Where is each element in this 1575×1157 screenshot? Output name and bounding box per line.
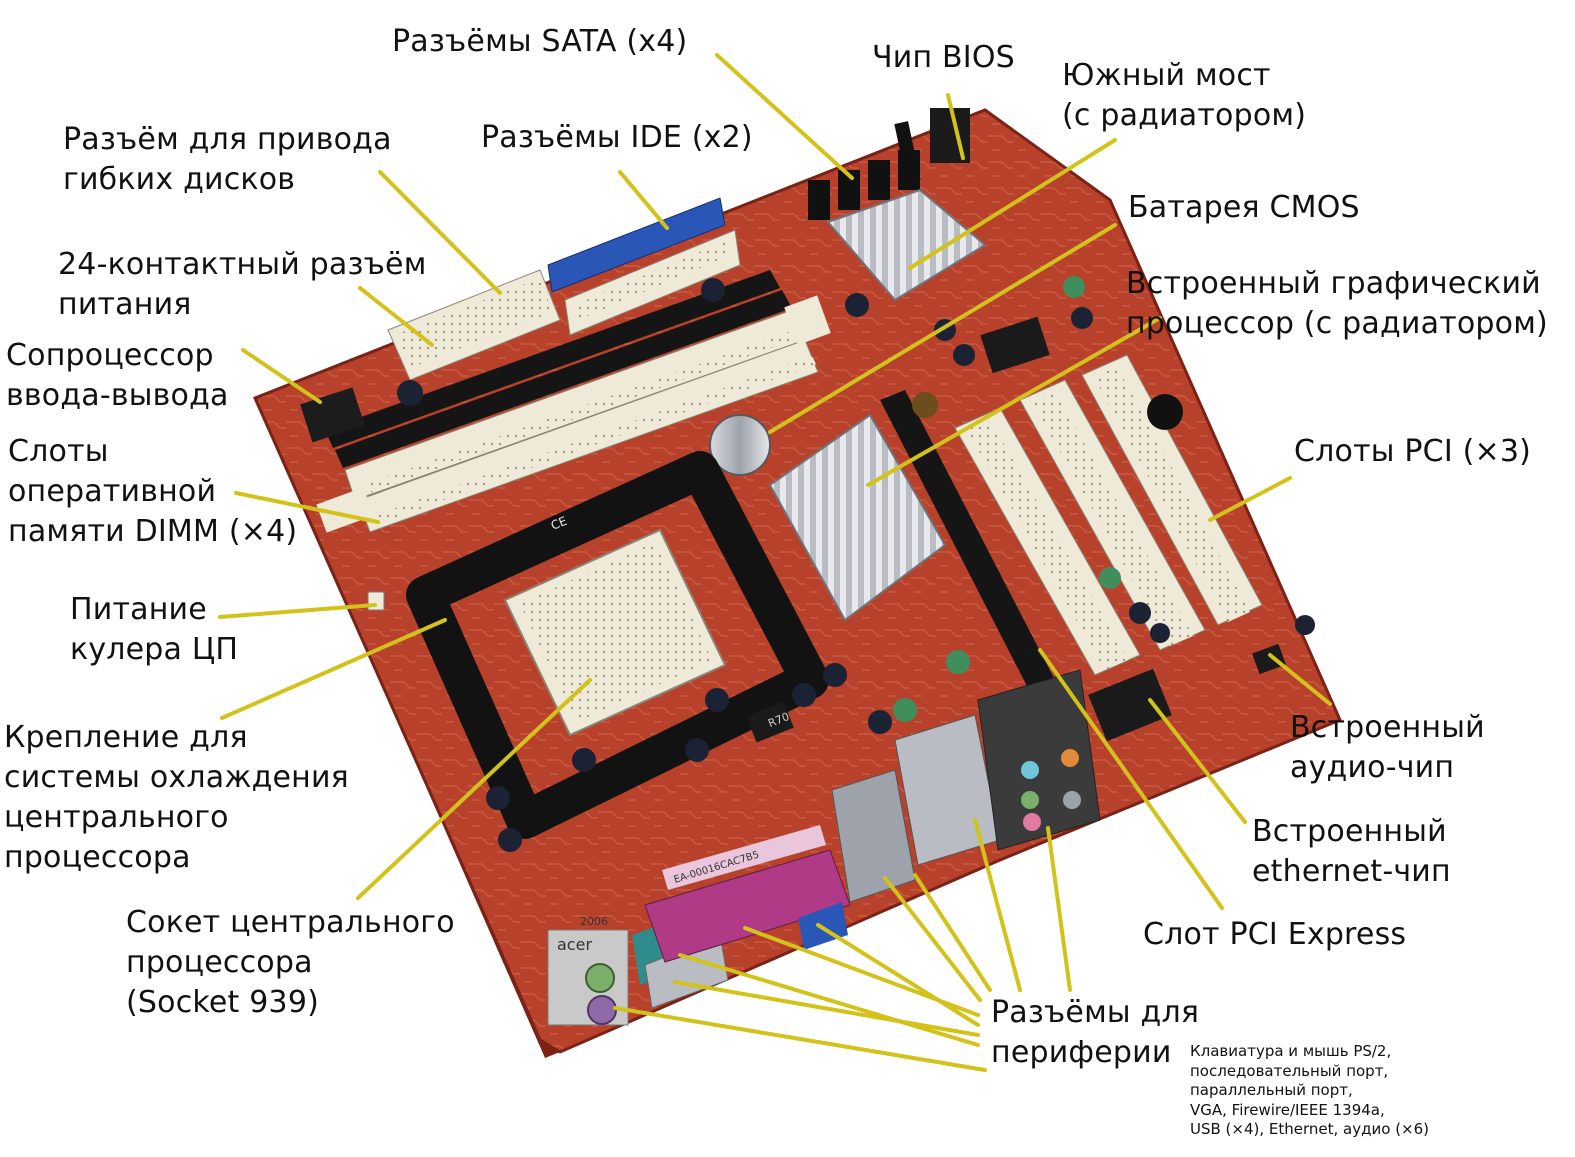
peripherals-note-line: Клавиатура и мышь PS/2, bbox=[1190, 1042, 1392, 1060]
label-cpufan-line: Питание bbox=[70, 592, 207, 627]
label-pci-line: Слоты PCI (×3) bbox=[1294, 434, 1532, 469]
bios-chip bbox=[930, 108, 970, 163]
peripherals-note-line: VGA, Firewire/IEEE 1394a, bbox=[1190, 1100, 1385, 1119]
label-cpufan: Питание кулера ЦП bbox=[70, 590, 238, 670]
label-ide: Разъёмы IDE (x2) bbox=[481, 118, 753, 158]
brand-sticker: acer bbox=[557, 935, 592, 954]
label-cooler: Крепление для системы охлаждения центральн… bbox=[4, 718, 349, 878]
sata-port-3 bbox=[868, 160, 890, 200]
label-power24-line: питания bbox=[58, 287, 192, 322]
label-audio: Встроенный аудио-чип bbox=[1290, 708, 1485, 788]
sata-port-2 bbox=[838, 170, 860, 210]
year-sticker: 2006 bbox=[580, 915, 608, 928]
label-cmos-line: Батарея CMOS bbox=[1128, 190, 1360, 225]
cpu-fan-header bbox=[367, 591, 385, 611]
label-power24-line: 24-контактный разъём bbox=[58, 247, 427, 282]
label-bios-line: Чип BIOS bbox=[872, 40, 1015, 75]
label-cpufan-line: кулера ЦП bbox=[70, 632, 239, 667]
label-gpu: Встроенный графический процессор (с радиа… bbox=[1126, 264, 1548, 344]
peripherals-note: Клавиатура и мышь PS/2,последовательный … bbox=[1190, 1042, 1429, 1140]
label-cooler-line: Крепление для bbox=[4, 720, 248, 755]
label-io: Сопроцессор ввода-вывода bbox=[6, 336, 229, 416]
label-ethernet-line: Встроенный bbox=[1252, 814, 1447, 849]
label-cooler-line: центрального bbox=[4, 800, 229, 835]
ce-marking: CE bbox=[549, 514, 569, 533]
label-socket-line: процессора bbox=[126, 945, 313, 980]
label-floppy-line: гибких дисков bbox=[63, 162, 296, 197]
label-floppy: Разъём для привода гибких дисков bbox=[63, 120, 392, 200]
label-southbridge-line: Южный мост bbox=[1062, 58, 1271, 93]
northbridge-heatsink bbox=[768, 413, 947, 622]
label-pcie-line: Слот PCI Express bbox=[1143, 917, 1407, 952]
rear-io: acer 2006 EA-00016CAC7B5 bbox=[547, 669, 1101, 1026]
label-peripherals-line: Разъёмы для bbox=[991, 995, 1200, 1030]
label-dimm-line: Слоты bbox=[8, 434, 109, 469]
label-sata-line: Разъёмы SATA (x4) bbox=[392, 24, 688, 59]
label-floppy-line: Разъём для привода bbox=[63, 122, 392, 157]
label-southbridge-line: (с радиатором) bbox=[1062, 98, 1307, 133]
label-io-line: ввода-вывода bbox=[6, 378, 229, 413]
label-gpu-line: процессор (с радиатором) bbox=[1126, 306, 1548, 341]
label-peripherals: Разъёмы для периферии bbox=[991, 993, 1199, 1073]
label-power24: 24-контактный разъём питания bbox=[58, 245, 427, 325]
label-ethernet-line: ethernet-чип bbox=[1252, 854, 1451, 889]
label-io-line: Сопроцессор bbox=[6, 338, 214, 373]
label-pci: Слоты PCI (×3) bbox=[1294, 432, 1531, 472]
label-audio-line: аудио-чип bbox=[1290, 750, 1455, 785]
label-dimm-line: оперативной bbox=[8, 474, 217, 509]
label-cooler-line: процессора bbox=[4, 840, 191, 875]
sata-port-4 bbox=[898, 150, 920, 190]
label-socket-line: Сокет центрального bbox=[126, 905, 455, 940]
peripherals-note-line: USB (×4), Ethernet, аудио (×6) bbox=[1190, 1120, 1430, 1138]
label-cmos: Батарея CMOS bbox=[1128, 188, 1360, 228]
ide-connectors bbox=[547, 197, 741, 336]
peripherals-note-line: последовательный порт, bbox=[1190, 1061, 1389, 1080]
label-southbridge: Южный мост (с радиатором) bbox=[1062, 56, 1306, 136]
label-pcie: Слот PCI Express bbox=[1143, 915, 1406, 955]
cmos-battery bbox=[709, 414, 771, 476]
label-ide-line: Разъёмы IDE (x2) bbox=[481, 120, 753, 155]
label-gpu-line: Встроенный графический bbox=[1126, 266, 1541, 301]
label-socket: Сокет центрального процессора (Socket 939) bbox=[126, 903, 455, 1023]
label-ethernet: Встроенный ethernet-чип bbox=[1252, 812, 1451, 892]
peripherals-note-line: параллельный порт, bbox=[1190, 1081, 1353, 1099]
label-dimm-line: памяти DIMM (×4) bbox=[8, 514, 298, 549]
sata-port-1 bbox=[808, 180, 830, 220]
label-audio-line: Встроенный bbox=[1290, 710, 1485, 745]
label-peripherals-line: периферии bbox=[991, 1035, 1172, 1070]
label-socket-line: (Socket 939) bbox=[126, 985, 320, 1020]
dimm-slots bbox=[316, 270, 831, 533]
label-dimm: Слоты оперативной памяти DIMM (×4) bbox=[8, 432, 297, 552]
label-sata: Разъёмы SATA (x4) bbox=[392, 22, 687, 62]
label-bios: Чип BIOS bbox=[872, 38, 1015, 78]
label-cooler-line: системы охлаждения bbox=[4, 760, 349, 795]
